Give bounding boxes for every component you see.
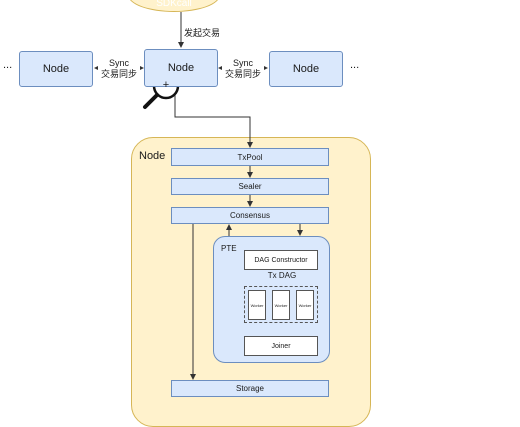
consensus-box: Consensus bbox=[171, 207, 329, 224]
workers-group bbox=[244, 286, 318, 323]
tx-dag-label: Tx DAG bbox=[263, 271, 301, 280]
pte-title: PTE bbox=[221, 244, 237, 253]
ellipsis-right: ... bbox=[350, 59, 360, 71]
dag-constructor-box: DAG Constructor bbox=[244, 250, 318, 270]
sealer-box: Sealer bbox=[171, 178, 329, 195]
node-left: Node bbox=[19, 51, 93, 87]
worker-box-3: Worker bbox=[296, 290, 314, 320]
sync-label-left-line2: 交易同步 bbox=[100, 69, 137, 79]
node-right: Node bbox=[269, 51, 343, 87]
ellipsis-left: ... bbox=[3, 59, 13, 71]
magnifier-handle bbox=[143, 93, 159, 109]
worker-box-2: Worker bbox=[272, 290, 290, 320]
sdk-call-label: SDKcall bbox=[156, 0, 192, 9]
joiner-box: Joiner bbox=[244, 336, 318, 356]
magnifier-plus-glyph: + bbox=[162, 79, 170, 91]
sync-label-left-line1: Sync bbox=[108, 58, 129, 68]
initiate-transaction-label: 发起交易 bbox=[184, 28, 221, 38]
sync-label-right-line2: 交易同步 bbox=[224, 69, 261, 79]
sync-label-left: Sync 交易同步 bbox=[98, 58, 140, 80]
node-detail-title: Node bbox=[139, 150, 166, 162]
worker-box-1: Worker bbox=[248, 290, 266, 320]
storage-box: Storage bbox=[171, 380, 329, 397]
sync-label-right: Sync 交易同步 bbox=[222, 58, 264, 80]
node-center: Node bbox=[144, 49, 218, 87]
txpool-box: TxPool bbox=[171, 148, 329, 166]
arrow-zoom-to-txpool bbox=[174, 95, 253, 148]
sync-label-right-line1: Sync bbox=[232, 58, 253, 68]
